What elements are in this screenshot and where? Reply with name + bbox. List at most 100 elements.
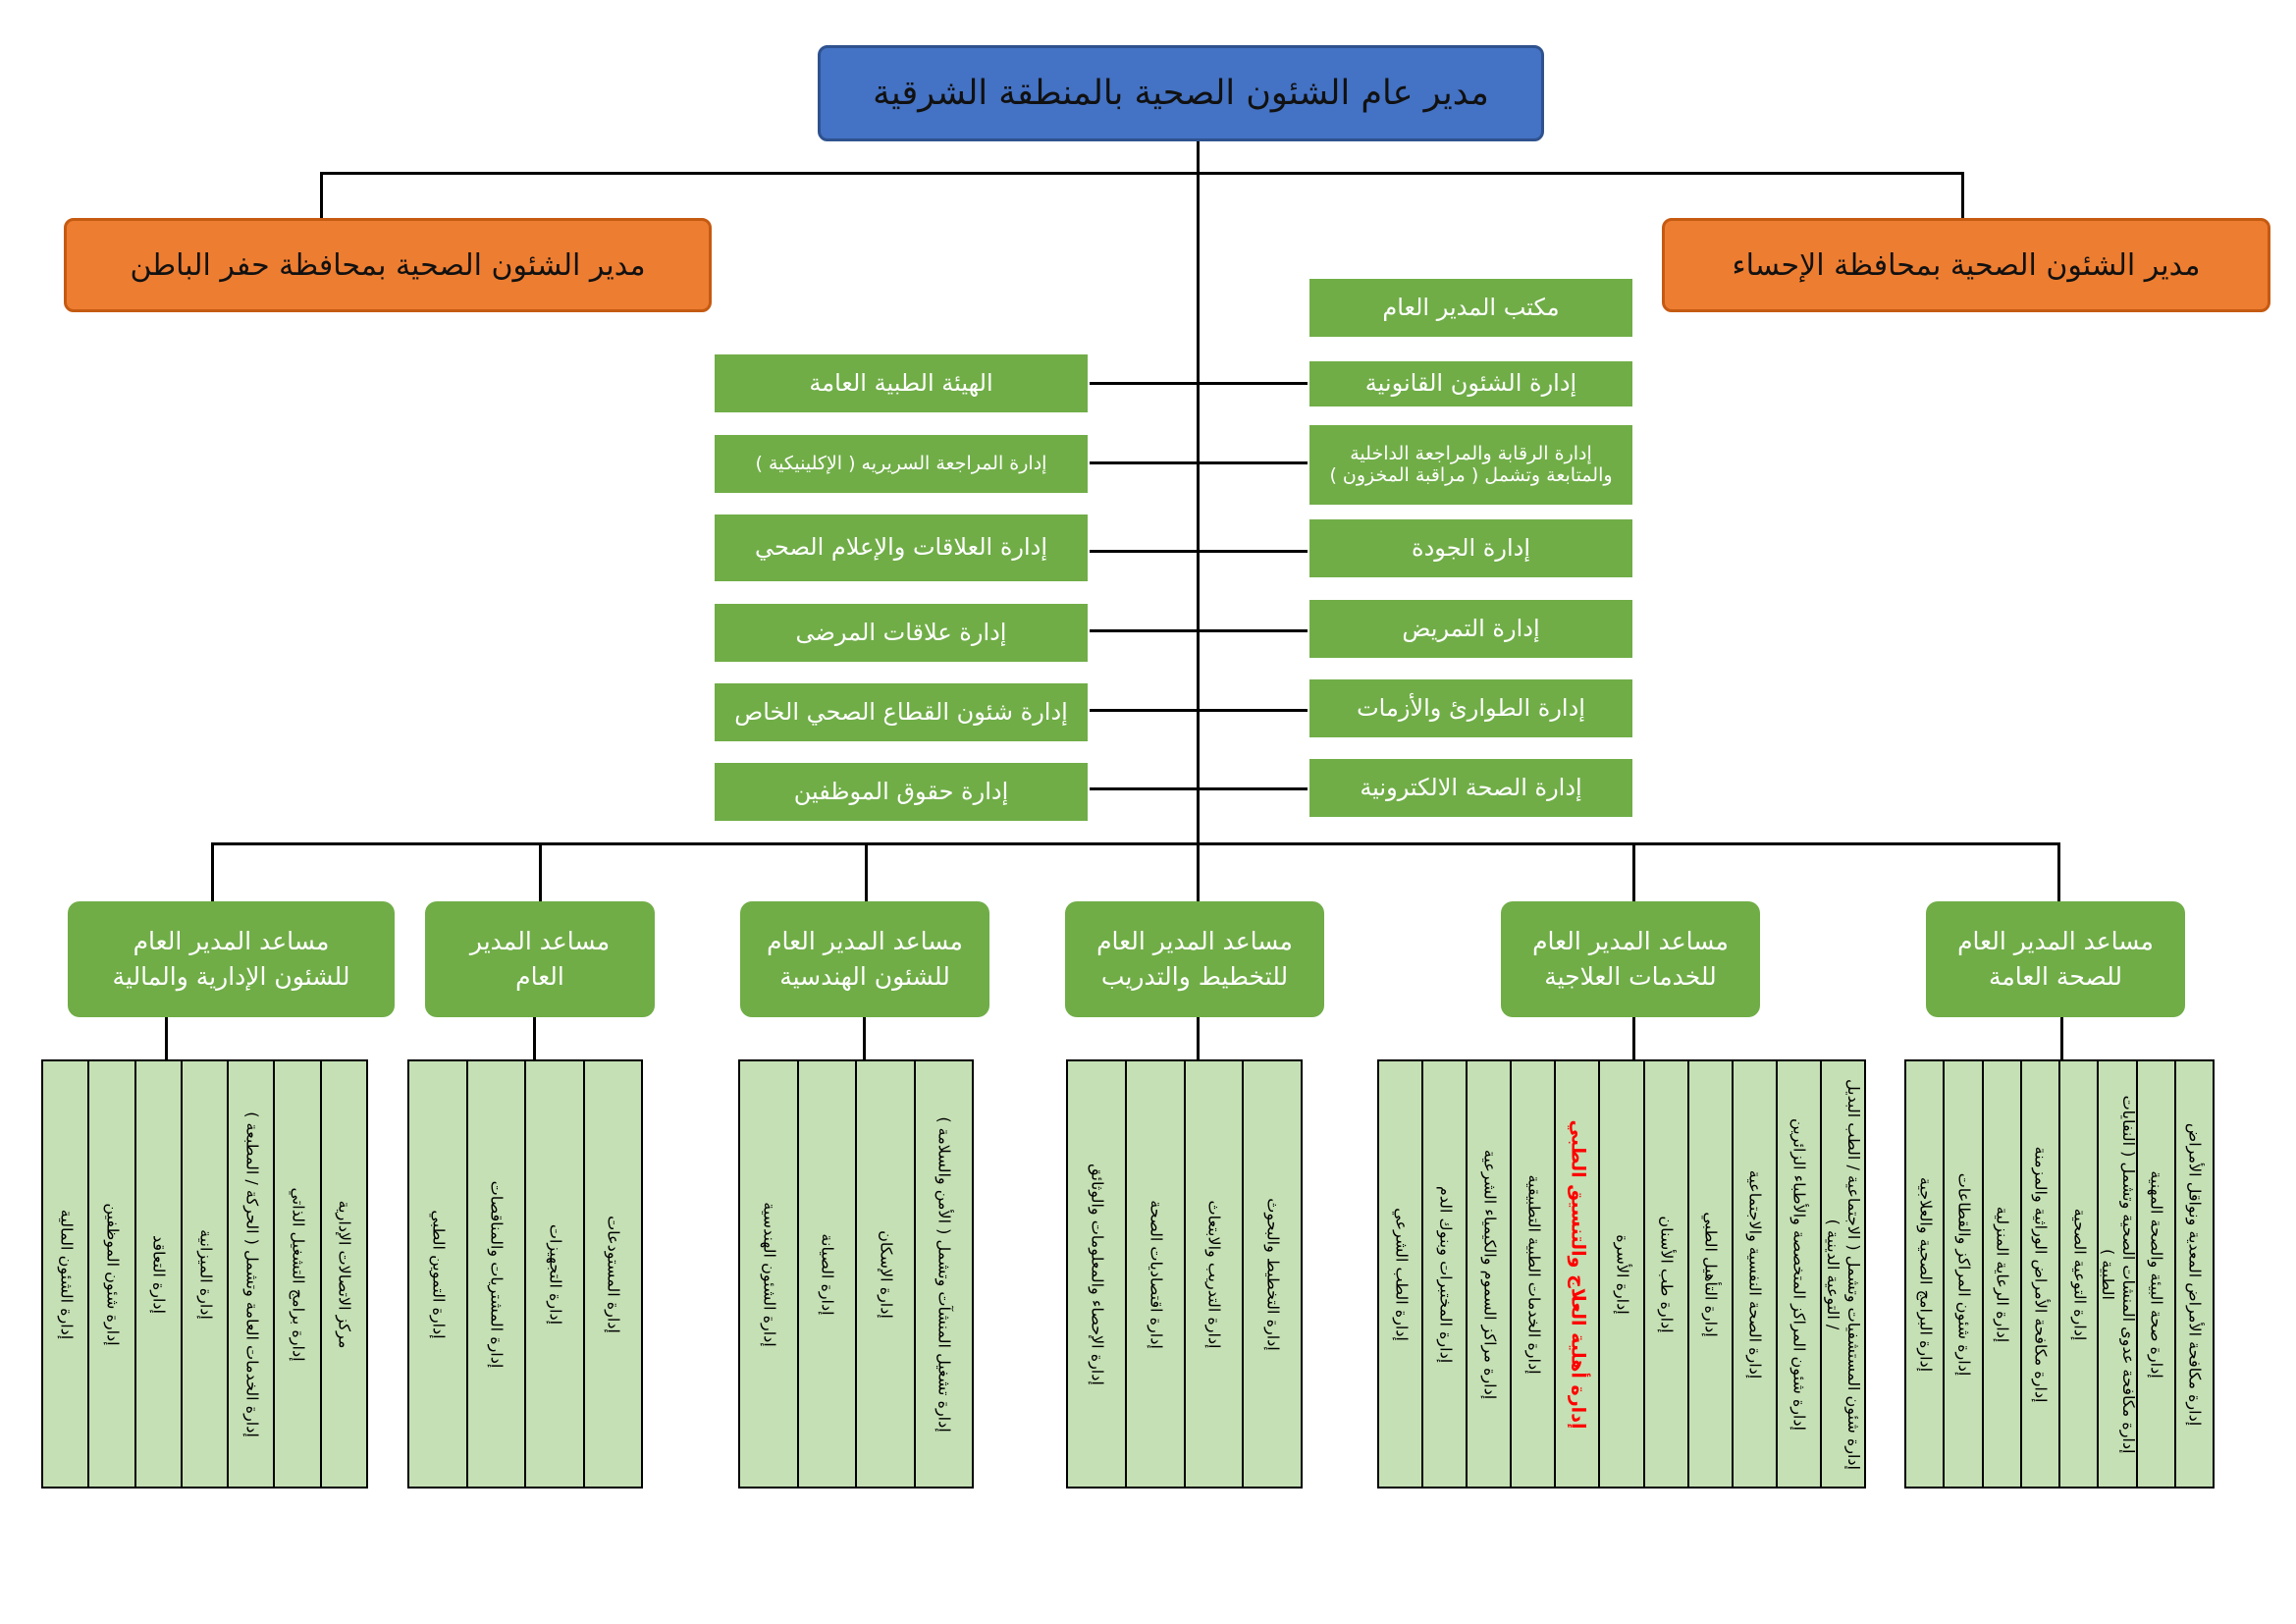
unit-column: إدارة الخدمات العامة وتشمل ( الحركة / ال… <box>227 1061 273 1487</box>
unit-column: إدارة المختبرات وبنوك الدم <box>1421 1061 1466 1487</box>
unit-column: إدارة صحة البيئة والصحة المهنية <box>2135 1061 2174 1487</box>
unit-column: إدارة المشتريات والمناقصات <box>465 1061 525 1487</box>
unit-column: إدارة مراكز السموم والكيمياء الشرعية <box>1466 1061 1510 1487</box>
branch-alahsa-box: مدير الشئون الصحية بمحافظة الإحساء <box>1662 218 2270 312</box>
dept-general-director-office: مكتب المدير العام <box>1308 277 1634 339</box>
unit-column: إدارة أهلية العلاج والتنسيق الطبي <box>1554 1061 1598 1487</box>
unit-label: إدارة مكافحة الأمراض المعدية ونواقل الأم… <box>2185 1122 2205 1426</box>
unit-label: إدارة برامج التشغيل الذاتي <box>289 1186 308 1362</box>
trunk-line <box>1197 141 1200 846</box>
assistant-subtitle: العام <box>515 962 564 991</box>
unit-label: إدارة اقتصاديات الصحة <box>1147 1199 1166 1349</box>
unit-drop <box>165 1017 168 1059</box>
dept-connector <box>1090 550 1308 553</box>
unit-label: إدارة مراكز السموم والكيمياء الشرعية <box>1480 1149 1500 1399</box>
unit-column: إدارة شئون المراكز والقطاعات <box>1943 1061 1981 1487</box>
unit-column: إدارة مكافحة عدوى المنشآت الصحية وتشمل (… <box>2097 1061 2136 1487</box>
unit-label: إدارة طب الأسنان <box>1657 1215 1677 1333</box>
unit-label: إدارة التأهيل الطبي <box>1701 1211 1721 1337</box>
unit-column: إدارة الإحصاء والمعلومات والوثائق <box>1068 1061 1125 1487</box>
dept-connector <box>1090 787 1308 790</box>
unit-column: إدارة التموين الطبي <box>409 1061 466 1487</box>
unit-column: إدارة المستودعات <box>582 1061 642 1487</box>
assistant-title: مساعد المدير العام <box>1532 926 1729 955</box>
assistant-director: مساعد المدير العام <box>425 901 655 1017</box>
assistant-connector <box>211 842 2060 845</box>
unit-column: إدارة مكافحة الأمراض الوراثية والمزمنة <box>2019 1061 2058 1487</box>
unit-label: إدارة الخدمات الطبية التطبيقية <box>1524 1173 1544 1375</box>
unit-label: إدارة الخدمات العامة وتشمل ( الحركة / ال… <box>242 1110 262 1437</box>
unit-column: إدارة الأسرة <box>1598 1061 1642 1487</box>
dept-relations-media: إدارة العلاقات والإعلام الصحي <box>713 513 1090 583</box>
unit-column: إدارة شئون المراكز المتخصصة والأطباء الز… <box>1775 1061 1820 1487</box>
unit-label: إدارة مكافحة الأمراض الوراثية والمزمنة <box>2031 1146 2051 1402</box>
units-engineering: إدارة تشغيل المنشآت وتشمل ( الأمن والسلا… <box>738 1059 974 1489</box>
assistant-title: مساعد المدير العام <box>133 926 330 955</box>
unit-label: إدارة شئون المستشفيات وتشمل ( الاجتماعية… <box>1824 1078 1864 1470</box>
unit-label: إدارة الطب الشرعي <box>1391 1207 1411 1341</box>
unit-column: إدارة الخدمات الطبية التطبيقية <box>1510 1061 1554 1487</box>
unit-label: إدارة تشغيل المنشآت وتشمل ( الأمن والسلا… <box>934 1115 954 1433</box>
unit-label: إدارة شئون المراكز المتخصصة والأطباء الز… <box>1789 1117 1809 1431</box>
unit-column: إدارة التأهيل الطبي <box>1686 1061 1732 1487</box>
dept-quality: إدارة الجودة <box>1308 517 1634 579</box>
dept-connector <box>1090 382 1308 385</box>
unit-column: إدارة الشئون المالية <box>43 1061 87 1487</box>
assistant-drop <box>211 842 214 901</box>
unit-column: إدارة اقتصاديات الصحة <box>1124 1061 1184 1487</box>
unit-column: إدارة شئون الموظفين <box>87 1061 133 1487</box>
unit-label: إدارة مكافحة عدوى المنشآت الصحية وتشمل (… <box>2098 1095 2136 1453</box>
unit-label: إدارة الإحصاء والمعلومات والوثائق <box>1088 1163 1107 1385</box>
assistant-subtitle: للشئون الإدارية والمالية <box>112 962 350 991</box>
assistant-subtitle: للشئون الهندسية <box>779 962 950 991</box>
units-therapeutic-services: إدارة شئون المستشفيات وتشمل ( الاجتماعية… <box>1377 1059 1866 1489</box>
unit-label: إدارة التخطيط والبحوث <box>1263 1197 1283 1351</box>
unit-label: إدارة التوعية الصحية <box>2070 1208 2090 1340</box>
units-planning-training: إدارة التخطيط والبحوث إدارة التدريب والا… <box>1066 1059 1303 1489</box>
branch-hafr-albatin-box: مدير الشئون الصحية بمحافظة حفر الباطن <box>64 218 712 312</box>
unit-label: إدارة الرعاية المنزلية <box>1993 1206 2012 1342</box>
unit-label: إدارة المستودعات <box>604 1215 623 1333</box>
unit-drop <box>533 1017 536 1059</box>
assistant-drop <box>865 842 868 901</box>
unit-column: إدارة مكافحة الأمراض المعدية ونواقل الأم… <box>2173 1061 2213 1487</box>
assistant-title: مساعد المدير العام <box>767 926 963 955</box>
unit-column: إدارة الصيانة <box>796 1061 856 1487</box>
dept-internal-audit: إدارة الرقابة والمراجعة الداخلية والمتاب… <box>1308 423 1634 507</box>
units-public-health: إدارة مكافحة الأمراض المعدية ونواقل الأم… <box>1904 1059 2215 1489</box>
branch-drop-left <box>320 172 323 218</box>
unit-column: إدارة التجهيزات <box>524 1061 583 1487</box>
assistant-title: مساعد المدير العام <box>1957 926 2154 955</box>
general-director-box: مدير عام الشئون الصحية بالمنطقة الشرقية <box>818 45 1544 141</box>
unit-label: إدارة التموين الطبي <box>429 1209 449 1339</box>
assistant-admin-finance: مساعد المدير العام للشئون الإدارية والمال… <box>68 901 395 1017</box>
unit-label: مركز الاتصالات الإدارية <box>335 1200 354 1348</box>
unit-label: إدارة الأسرة <box>1613 1233 1632 1315</box>
unit-label: إدارة التعاقد <box>149 1234 169 1314</box>
dept-legal-affairs: إدارة الشئون القانونية <box>1308 359 1634 408</box>
assistant-subtitle: للخدمات العلاجية <box>1544 962 1717 991</box>
unit-column: إدارة الشئون الهندسية <box>740 1061 797 1487</box>
unit-label: إدارة الإسكان <box>877 1229 896 1319</box>
dept-connector <box>1090 709 1308 712</box>
assistant-title: مساعد المدير <box>469 926 611 955</box>
unit-column: إدارة برامج التشغيل الذاتي <box>273 1061 319 1487</box>
unit-label: إدارة الشئون الهندسية <box>760 1201 779 1347</box>
unit-label: إدارة شئون الموظفين <box>103 1202 123 1346</box>
assistant-title: مساعد المدير العام <box>1096 926 1293 955</box>
dept-nursing: إدارة التمريض <box>1308 598 1634 660</box>
unit-label-highlighted: إدارة أهلية العلاج والتنسيق الطبي <box>1567 1119 1589 1429</box>
assistant-therapeutic-services: مساعد المدير العام للخدمات العلاجية <box>1501 901 1760 1017</box>
dept-emergency-crisis: إدارة الطوارئ والأزمات <box>1308 677 1634 739</box>
assistant-drop <box>1632 842 1635 901</box>
unit-column: إدارة شئون المستشفيات وتشمل ( الاجتماعية… <box>1819 1061 1864 1487</box>
assistant-drop <box>1197 842 1200 901</box>
unit-column: إدارة التخطيط والبحوث <box>1242 1061 1301 1487</box>
unit-column: إدارة التدريب والابتعاث <box>1183 1061 1243 1487</box>
dept-patient-relations: إدارة علاقات المرضى <box>713 602 1090 664</box>
dept-connector <box>1090 629 1308 632</box>
unit-label: إدارة البرامج الصحية والعلاجية <box>1916 1176 1936 1372</box>
